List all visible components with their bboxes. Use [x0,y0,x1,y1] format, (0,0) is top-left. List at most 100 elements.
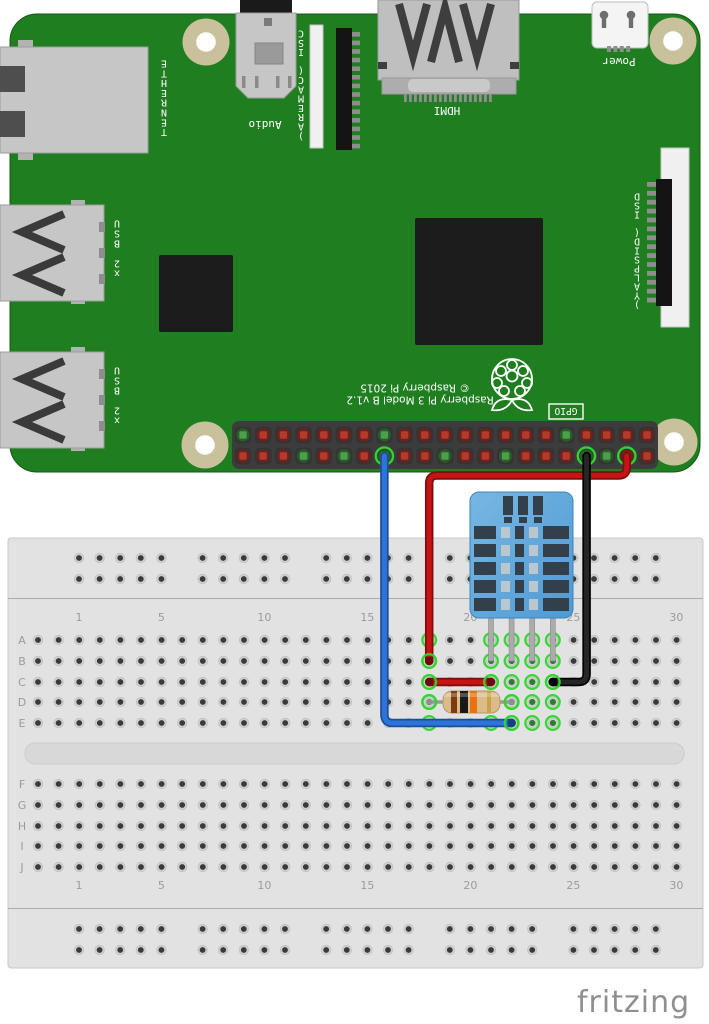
csi-label: S [298,37,304,48]
usb-port-bottom [0,347,105,451]
dsi-label: A [634,281,640,292]
ethernet-label: R [160,97,167,108]
usb-icon [11,357,66,401]
ethernet-label: N [161,107,167,118]
csi-label: E [298,102,304,113]
row-letter: A [18,634,26,647]
csi-label: M [298,93,304,104]
red-power-wire [426,453,630,664]
breadboard-center-channel [24,742,685,765]
lan-chip [159,255,233,332]
usb-icon [11,253,66,297]
dsi-contacts [647,182,656,303]
resistor-bands [443,691,500,713]
csi-contacts [352,32,360,149]
dsi-label: S [634,200,640,211]
csi-label: C [298,74,304,85]
dsi-label: ( [634,227,640,238]
row-letter: F [19,778,25,791]
column-label: 5 [158,879,165,892]
wires [380,451,632,732]
audio-barrel [240,0,292,14]
row-letter: C [18,676,26,689]
dsi-label: D [634,236,640,247]
csi-label: R [297,111,304,122]
ethernet-label: T [161,67,167,78]
dsi-label: Y [634,290,640,301]
hdmi-contacts [404,94,492,102]
ethernet-label: E [161,116,167,127]
ethernet-label: H [161,77,167,88]
column-label: 25 [566,879,580,892]
dsi-label: D [634,191,640,202]
gpio-pins [234,426,656,466]
ethernet-port [0,40,149,160]
dsi-connector [647,147,690,328]
usb-bottom-label: x [114,415,120,426]
column-label: 10 [257,879,271,892]
csi-label: I [298,46,304,57]
dsi-label: I [634,245,640,256]
usb-bottom-label: U [114,365,120,376]
hdmi-icon [427,0,463,64]
wire-endpoint-highlights [421,653,561,732]
usb-top-label: B [114,238,120,249]
resistor [426,690,515,714]
gpio-label: GPIO [554,405,577,416]
raspberry-pi-board: © Raspberry Pi 2015 Raspberry Pi 3 Model… [0,0,701,473]
row-letter: E [19,717,26,730]
column-label: 1 [76,611,83,624]
usb-port-top [0,200,105,304]
raspberry-pi-logo [490,358,534,412]
audio-label: Audio [248,118,281,131]
csi-connector [309,24,360,150]
usb-icon [11,400,66,444]
usb-top-label: U [114,218,120,229]
row-letter: G [18,799,27,812]
csi-label: ) [298,130,304,141]
dht11-vents [474,496,569,611]
csi-label: A [298,121,304,132]
usb-top-label: x [114,268,120,279]
hdmi-icon [459,2,495,72]
usb-bottom-label: B [114,385,120,396]
dsi-label: L [634,272,640,283]
row-letter: D [18,696,26,709]
power-contacts [607,46,631,52]
row-letter: H [18,820,26,833]
vertical-port-labels: ETHERNETUSB2xUSB2xCSI(CAMERA)DSI(DISPLAY… [114,28,640,426]
dht11-sensor [469,491,574,662]
usb-bottom-label: 2 [114,405,120,416]
hdmi-icon [395,2,431,72]
usb-top-label: S [114,228,120,239]
dsi-label: P [634,263,640,274]
ethernet-clip [0,66,25,92]
hdmi-port [377,0,520,102]
csi-label: ( [298,65,304,76]
column-label: 15 [360,879,374,892]
column-label: 15 [360,611,374,624]
ethernet-label: E [161,87,167,98]
column-label: 10 [257,611,271,624]
column-label: 5 [158,611,165,624]
column-label: 30 [669,879,683,892]
power-connector [591,1,649,52]
soc-chip [415,218,543,345]
csi-label: C [298,28,304,39]
ethernet-label: E [161,58,167,69]
usb-icon [11,210,66,254]
blue-data-wire [381,453,515,726]
usb-bottom-label: S [114,375,120,386]
column-label: 20 [463,879,477,892]
dsi-label: I [634,209,640,220]
csi-label: A [298,83,304,94]
board-copyright-text: © Raspberry Pi 2015 [360,382,470,394]
column-label: 30 [669,611,683,624]
hdmi-label: HDMI [434,104,461,117]
mounting-holes [181,17,698,469]
column-label: 1 [76,879,83,892]
black-ground-wire [550,453,590,685]
